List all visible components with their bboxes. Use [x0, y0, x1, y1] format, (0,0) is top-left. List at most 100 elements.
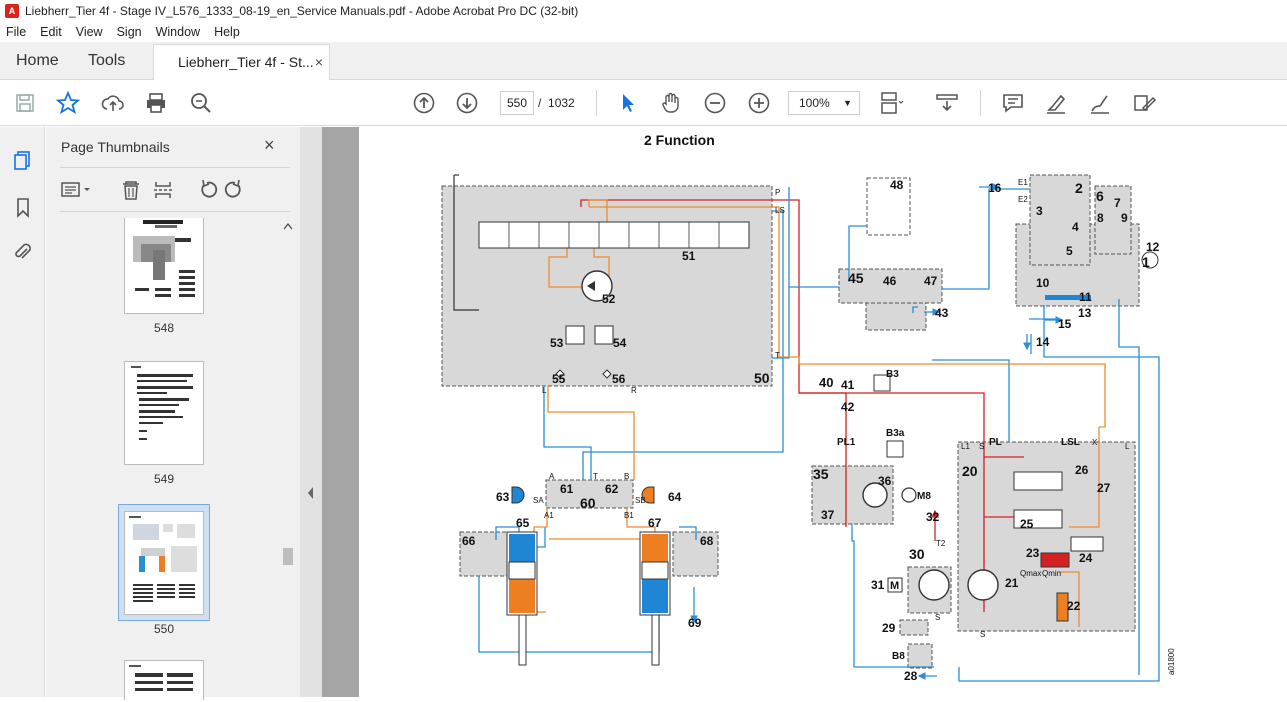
page-total: / 1032	[538, 96, 575, 110]
svg-text:41: 41	[841, 378, 855, 392]
svg-text:E1: E1	[1018, 178, 1028, 187]
svg-text:8: 8	[1097, 211, 1104, 225]
pump-unit-35	[811, 465, 894, 525]
attachments-icon[interactable]	[10, 239, 36, 265]
svg-text:15: 15	[1058, 317, 1072, 331]
motor-m8	[901, 487, 917, 503]
highlight-icon[interactable]	[1043, 90, 1069, 116]
rotate-right-icon[interactable]	[224, 179, 241, 198]
sensor-b8	[907, 643, 933, 669]
svg-text:53: 53	[550, 336, 564, 350]
thumbnail-label: 548	[153, 321, 175, 335]
svg-text:26: 26	[1075, 463, 1089, 477]
panel-title: Page Thumbnails	[61, 139, 170, 155]
svg-text:5: 5	[1066, 244, 1073, 258]
edit-pdf-icon[interactable]	[1131, 90, 1157, 116]
bookmark-star-icon[interactable]	[55, 90, 81, 116]
label: 51	[682, 249, 696, 263]
close-icon[interactable]: ×	[264, 135, 275, 155]
svg-text:B: B	[624, 472, 629, 481]
page-up-icon[interactable]	[411, 90, 437, 116]
thumbnail-options-icon[interactable]	[61, 182, 90, 197]
page-down-icon[interactable]	[454, 90, 480, 116]
svg-text:9: 9	[1121, 211, 1128, 225]
svg-text:55: 55	[552, 372, 566, 386]
divider	[60, 167, 290, 168]
zoom-select[interactable]: 100%▼	[788, 91, 860, 115]
svg-text:A: A	[549, 472, 555, 481]
menu-file[interactable]: File	[6, 25, 27, 39]
svg-text:L: L	[542, 386, 547, 395]
thumbnail-label: 549	[153, 472, 175, 486]
upload-icon[interactable]	[100, 90, 126, 116]
sign-icon[interactable]	[1087, 90, 1113, 116]
page-fit-icon[interactable]	[878, 90, 904, 116]
thumbnail-image	[133, 220, 195, 297]
svg-text:B8: B8	[892, 651, 905, 662]
valve-25	[1013, 509, 1063, 529]
svg-text:E2: E2	[1018, 195, 1028, 204]
delete-pages-icon[interactable]	[123, 181, 139, 200]
tab-close-icon[interactable]: ×	[314, 54, 323, 70]
acrobat-app-icon: A	[5, 4, 19, 18]
svg-text:10: 10	[1036, 276, 1050, 290]
svg-text:X: X	[1092, 438, 1098, 447]
pump-symbol-30	[918, 569, 950, 601]
svg-text:T: T	[775, 351, 780, 360]
svg-text:45: 45	[848, 270, 864, 286]
svg-text:66: 66	[462, 534, 476, 548]
select-cursor-icon[interactable]	[615, 90, 641, 116]
hand-icon[interactable]	[658, 90, 684, 116]
panel-toolbar	[58, 177, 290, 203]
print-icon[interactable]	[143, 90, 169, 116]
search-zoom-icon[interactable]	[188, 90, 214, 116]
bookmarks-icon[interactable]	[10, 194, 36, 220]
svg-text:68: 68	[700, 534, 714, 548]
tab-home[interactable]: Home	[16, 52, 59, 69]
scroll-mode-icon[interactable]	[934, 90, 960, 116]
extract-pages-icon[interactable]	[154, 182, 172, 198]
zoom-in-icon[interactable]	[746, 90, 772, 116]
svg-text:69: 69	[688, 616, 702, 630]
panel-splitter[interactable]	[300, 127, 322, 697]
svg-text:61: 61	[560, 482, 574, 496]
svg-text:PL1: PL1	[837, 437, 856, 448]
thumbnails-scrollbar[interactable]	[282, 218, 294, 697]
svg-text:S: S	[935, 613, 940, 622]
thumbnail-page-549[interactable]	[124, 361, 204, 465]
tab-tools[interactable]: Tools	[88, 52, 126, 69]
sensor-b3a	[886, 440, 904, 458]
thumbnail-page-550[interactable]	[124, 511, 204, 615]
svg-text:4: 4	[1072, 220, 1079, 234]
svg-text:7: 7	[1114, 196, 1121, 210]
menu-sign[interactable]: Sign	[116, 25, 142, 39]
svg-text:B3: B3	[886, 369, 899, 380]
menu-help[interactable]: Help	[214, 25, 240, 39]
tank-level	[1045, 295, 1091, 300]
menu-view[interactable]: View	[75, 25, 103, 39]
filter-2	[1029, 174, 1091, 266]
svg-text:48: 48	[890, 178, 904, 192]
title-bar: A Liebherr_Tier 4f - Stage IV_L576_1333_…	[0, 0, 1287, 22]
zoom-out-icon[interactable]	[702, 90, 728, 116]
svg-text:M: M	[890, 580, 899, 592]
svg-text:50: 50	[754, 370, 770, 386]
rotate-left-icon[interactable]	[201, 179, 218, 198]
menu-window[interactable]: Window	[155, 25, 201, 39]
page-number-input[interactable]: 550	[500, 91, 534, 115]
svg-text:63: 63	[496, 490, 510, 504]
svg-text:67: 67	[648, 516, 662, 530]
tab-document-label: Liebherr_Tier 4f - St...	[178, 54, 314, 70]
svg-text:43: 43	[935, 306, 949, 320]
svg-text:T: T	[593, 472, 598, 481]
menu-edit[interactable]: Edit	[40, 25, 62, 39]
thumbnail-page-548[interactable]	[124, 218, 204, 314]
save-icon[interactable]	[12, 90, 38, 116]
comment-icon[interactable]	[1000, 90, 1026, 116]
svg-text:1: 1	[1142, 254, 1150, 270]
thumbnail-page-551[interactable]	[124, 660, 204, 700]
tab-document[interactable]: Liebherr_Tier 4f - St... ×	[153, 44, 330, 81]
valve-60	[545, 479, 634, 509]
valve-29	[899, 619, 929, 636]
page-thumbnails-icon[interactable]	[10, 147, 36, 173]
